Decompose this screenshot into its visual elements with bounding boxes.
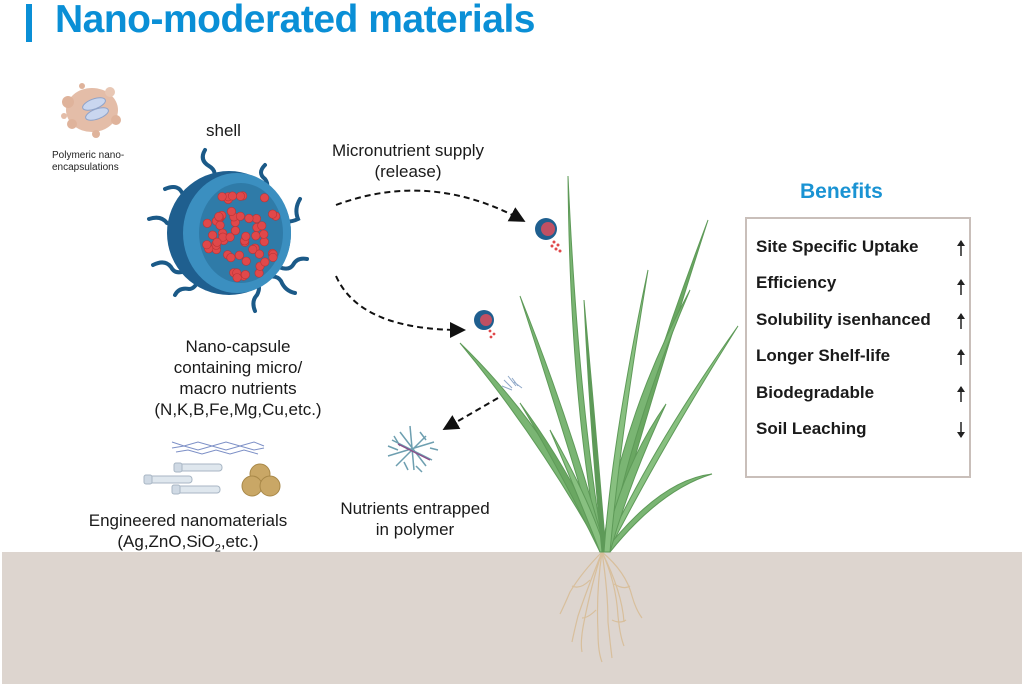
- benefits-panel: Site Specific Uptake Efficiency Solubili…: [745, 217, 971, 478]
- arrow-up-icon: [957, 386, 965, 402]
- shell-label: shell: [206, 121, 241, 140]
- nutrient-particle: [230, 226, 240, 236]
- polymeric-encapsulation-icon: [61, 83, 121, 138]
- benefits-title: Benefits: [800, 180, 883, 203]
- nanocapsule-label: Nano-capsule containing micro/ macro nut…: [148, 336, 328, 420]
- benefit-label: Site Specific Uptake: [756, 237, 919, 256]
- nutrient-particle: [212, 237, 222, 247]
- benefit-label: Efficiency: [756, 273, 837, 292]
- nanosheet-icon: [171, 441, 265, 455]
- nutrient-particle: [268, 209, 278, 219]
- nano-capsule-illustration: [147, 148, 309, 313]
- benefit-label: Soil Leaching: [756, 419, 867, 438]
- engineered-label: Engineered nanomaterials (Ag,ZnO,SiO2,et…: [88, 510, 288, 559]
- nutrient-particle: [225, 232, 235, 242]
- micronutrient-label-line: Micronutrient supply: [331, 141, 485, 160]
- nutrient-particle: [240, 270, 250, 280]
- arrow-up-icon: [957, 279, 965, 295]
- nutrient-particle: [228, 191, 238, 201]
- small-capsule-icon: [474, 310, 496, 339]
- benefit-label: Longer Shelf-life: [756, 346, 891, 365]
- polymer-network-icon: [387, 425, 439, 473]
- micronutrient-label: Micronutrient supply (release): [318, 140, 498, 182]
- release-arrow-upper: [335, 189, 526, 222]
- formula-text: (Ag,ZnO,SiO: [117, 532, 215, 551]
- nanocapsule-label-line: containing micro/: [173, 358, 303, 377]
- subscript-text: 2: [214, 542, 221, 555]
- nutrient-particle: [241, 256, 251, 266]
- nutrient-particle: [241, 231, 251, 241]
- benefit-item: Site Specific Uptake: [756, 237, 966, 259]
- nutrient-particle: [232, 273, 242, 283]
- entrap-arrow: [442, 397, 499, 430]
- roots: [559, 551, 643, 663]
- nutrient-particle: [234, 250, 244, 260]
- benefit-item: Efficiency: [756, 273, 966, 295]
- nutrient-particle: [208, 230, 218, 240]
- polymeric-label-line: Polymeric nano-: [52, 150, 125, 161]
- arrow-down-icon: [957, 422, 965, 438]
- benefit-item: Soil Leaching: [756, 419, 966, 441]
- formula-text: ,etc.): [220, 532, 259, 551]
- nutrient-particle: [248, 244, 258, 254]
- nutrient-particle: [268, 252, 278, 262]
- entrapped-label-line: in polymer: [375, 520, 455, 539]
- soil-layer: [2, 552, 1022, 684]
- nanocapsule-label-line: Nano-capsule: [185, 337, 291, 356]
- engineered-nanomaterials-icon: [143, 441, 281, 497]
- nutrient-particle: [254, 249, 264, 259]
- nutrient-particle: [202, 240, 212, 250]
- page-title: Nano-moderated materials: [55, 0, 535, 41]
- engineered-label-line: (Ag,ZnO,SiO2,etc.): [88, 531, 288, 559]
- nutrient-particle: [260, 193, 270, 203]
- nutrient-particle: [202, 218, 212, 228]
- small-capsule-icon: [535, 218, 562, 253]
- nutrient-particle: [260, 257, 270, 267]
- nutrient-particle: [227, 206, 237, 216]
- nanotube-icon: [143, 462, 223, 495]
- arrow-up-icon: [957, 313, 965, 329]
- entrapped-label-line: Nutrients entrapped: [340, 499, 490, 518]
- release-arrow-lower: [335, 275, 466, 338]
- leaves: [459, 175, 739, 553]
- nanoparticle-cluster-icon: [241, 463, 281, 497]
- benefit-item: Longer Shelf-life: [756, 346, 966, 368]
- nutrient-particle: [244, 213, 254, 223]
- benefit-item: Biodegradable: [756, 383, 966, 405]
- nanocapsule-label-line: (N,K,B,Fe,Mg,Cu,etc.): [154, 400, 322, 419]
- nutrient-particle: [257, 221, 267, 231]
- nutrient-particle: [217, 192, 227, 202]
- nutrient-particle: [235, 211, 245, 221]
- entrapped-label: Nutrients entrapped in polymer: [330, 498, 500, 540]
- polymer-small-icon: [501, 375, 523, 391]
- arrow-up-icon: [957, 349, 965, 365]
- polymeric-label: Polymeric nano- encapsulations: [52, 150, 124, 174]
- micronutrient-label-line: (release): [374, 162, 442, 181]
- benefit-label: Biodegradable: [756, 383, 875, 402]
- benefit-item: Solubility isenhanced: [756, 310, 966, 332]
- polymeric-label-line: encapsulations: [52, 162, 119, 173]
- nutrient-particle: [251, 231, 261, 241]
- nutrient-particle: [226, 253, 236, 263]
- benefit-label: Solubility isenhanced: [756, 310, 931, 329]
- nanocapsule-label-line: macro nutrients: [179, 379, 297, 398]
- nutrient-particle: [214, 212, 224, 222]
- engineered-label-line: Engineered nanomaterials: [88, 511, 288, 530]
- title-accent-bar: [26, 4, 32, 42]
- arrow-up-icon: [957, 240, 965, 256]
